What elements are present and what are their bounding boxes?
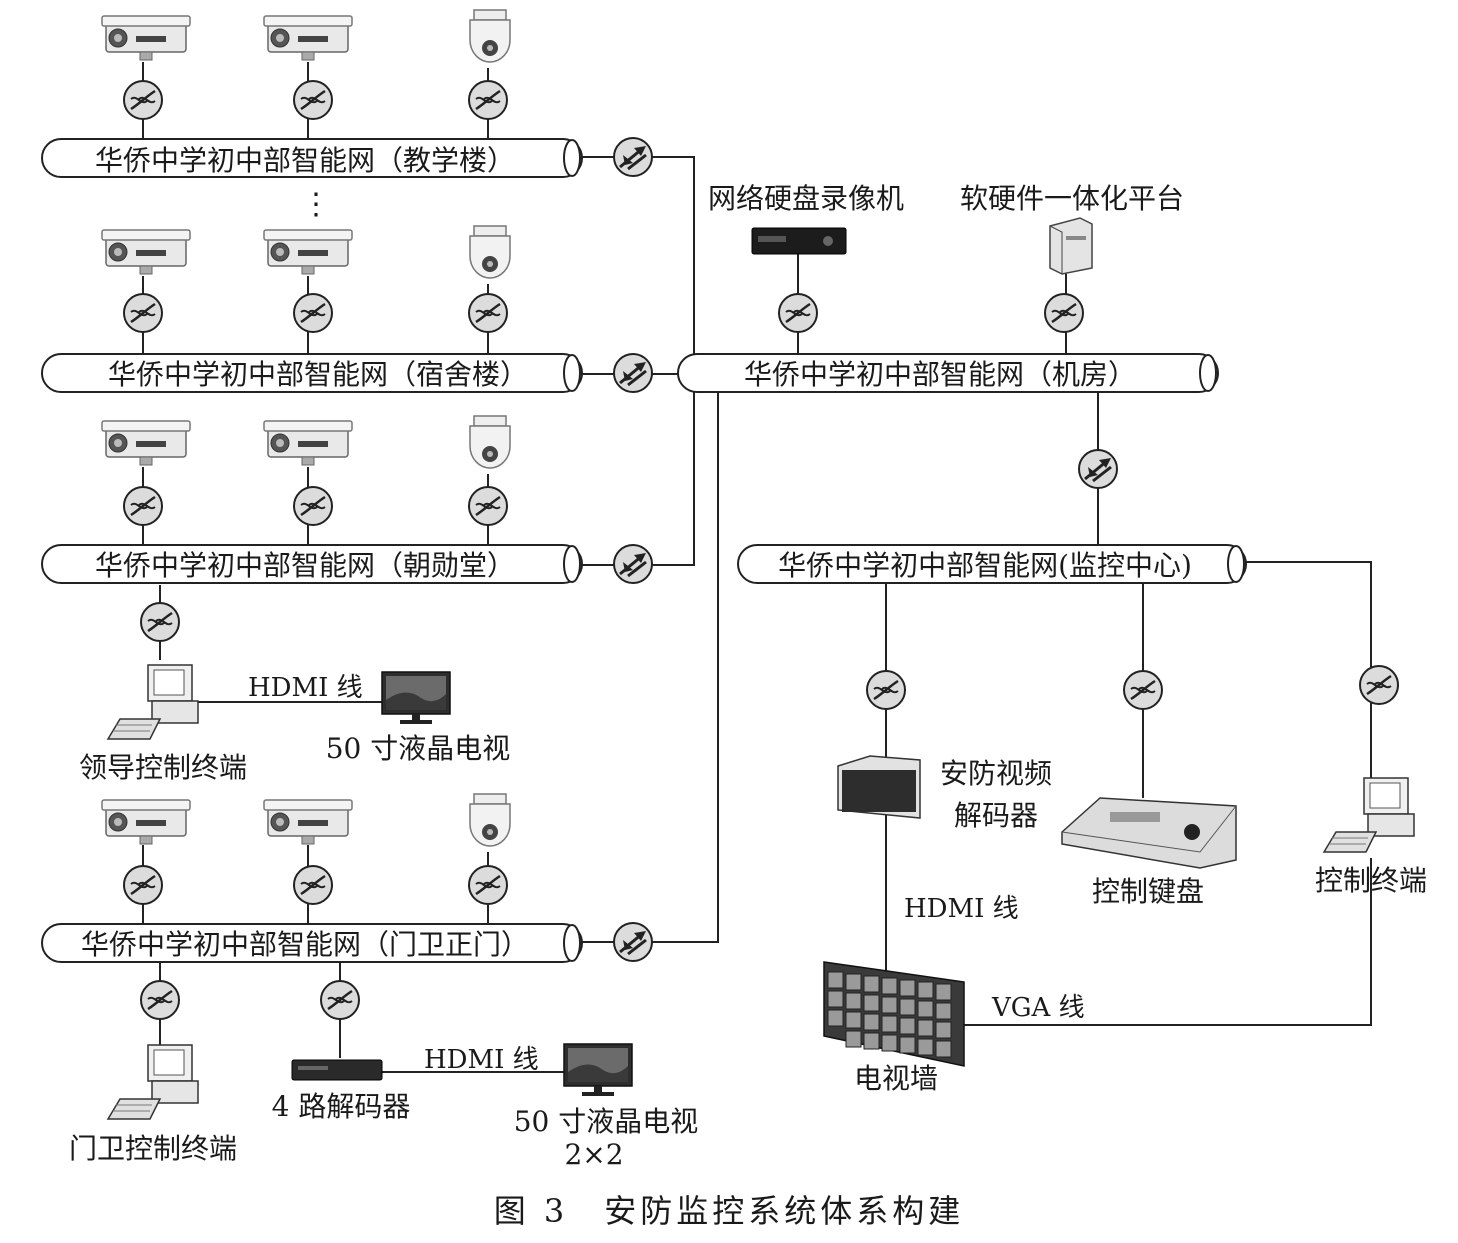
network-switch-icon [467,292,509,334]
control-keyboard-label: 控制键盘 [1092,875,1204,908]
bullet-camera-icon [263,420,353,466]
hdmi-label-c: HDMI 线 [904,894,1019,924]
network-switch-icon [467,79,509,121]
dome-camera-icon [469,225,511,279]
vga-label: VGA 线 [991,993,1085,1023]
figure-caption: 图 3 安防监控系统体系构建 [493,1192,965,1230]
router-icon [612,921,654,963]
network-switch-icon [865,669,907,711]
network-switch-icon [292,79,334,121]
router-icon [1077,448,1119,490]
network-switch-icon [1043,292,1085,334]
network-switch-icon [122,864,164,906]
network-switch-icon [1358,664,1400,706]
network-switch-icon [319,979,361,1021]
bullet-camera-icon [263,15,353,61]
router-icon [612,352,654,394]
lcd-tv-icon [381,671,451,725]
hdmi-label-a: HDMI 线 [248,673,363,703]
network-dorm-label: 华侨中学初中部智能网（宿舍楼） [108,358,528,391]
gate-terminal-label: 门卫控制终端 [69,1132,237,1165]
nvr-device: 网络硬盘录像机 [708,182,904,255]
leader-terminal-label: 领导控制终端 [79,751,247,784]
network-dorm: 华侨中学初中部智能网（宿舍楼） [41,353,583,393]
router-icon [612,136,654,178]
video-decoder-label-line2: 解码器 [954,799,1038,832]
bullet-camera-icon [263,799,353,845]
video-decoder-label-line1: 安防视频 [940,757,1052,790]
network-switch-icon [777,292,819,334]
network-teaching: 华侨中学初中部智能网（教学楼） [41,138,583,178]
network-gate-label: 华侨中学初中部智能网（门卫正门） [81,928,529,961]
bullet-camera-icon [263,229,353,275]
dome-camera-icon [469,415,511,469]
network-gate: 华侨中学初中部智能网（门卫正门） [41,923,583,963]
cameras-teaching [101,9,511,63]
network-switch-icon [122,79,164,121]
bullet-camera-icon [101,420,191,466]
decoder-4ch-device [291,1059,383,1081]
lcd-tv-icon [563,1043,633,1097]
desktop-pc-icon [1323,777,1415,853]
video-wall-label: 电视墙 [854,1062,938,1095]
tv-b-label-line2: 2×2 [564,1138,623,1171]
network-switch-icon [292,292,334,334]
network-server-room-label: 华侨中学初中部智能网（机房） [744,358,1136,391]
router-icon [612,543,654,585]
cameras-dorm [101,225,511,279]
control-keyboard-device [1061,797,1237,869]
decoder-4ch-label: 4 路解码器 [272,1090,411,1123]
network-switch-icon [467,485,509,527]
tv-a-label: 50 寸液晶电视 [326,732,511,765]
control-terminal-label: 控制终端 [1315,864,1427,897]
cameras-hall [101,415,511,469]
network-switch-icon [122,485,164,527]
network-hall-label: 华侨中学初中部智能网（朝勋堂） [95,549,515,582]
network-switch-icon [292,485,334,527]
hdmi-label-b: HDMI 线 [424,1045,539,1075]
network-teaching-label: 华侨中学初中部智能网（教学楼） [95,144,515,177]
network-server-room: 华侨中学初中部智能网（机房） [677,353,1219,393]
network-switch-icon [139,601,181,643]
video-decoder-device [837,755,921,819]
network-monitor-center: 华侨中学初中部智能网(监控中心) [737,544,1247,584]
dome-camera-icon [469,9,511,63]
network-monitor-center-label: 华侨中学初中部智能网(监控中心) [778,549,1192,582]
ellipsis-marker: ⋮ [301,187,331,222]
network-switch-icon [467,864,509,906]
tv-b-label-line1: 50 寸液晶电视 [514,1105,699,1138]
cameras-gate [101,793,511,847]
dome-camera-icon [469,793,511,847]
network-switch-icon [122,292,164,334]
bullet-camera-icon [101,15,191,61]
bullet-camera-icon [101,799,191,845]
video-wall-device [823,961,965,1067]
network-switch-icon [292,864,334,906]
platform-label: 软硬件一体化平台 [960,182,1184,215]
desktop-pc-icon [107,1044,199,1120]
network-hall: 华侨中学初中部智能网（朝勋堂） [41,544,583,584]
desktop-pc-icon [107,664,199,740]
platform-device: 软硬件一体化平台 [960,182,1184,275]
bullet-camera-icon [101,229,191,275]
network-switch-icon [1122,669,1164,711]
nvr-label: 网络硬盘录像机 [708,182,904,215]
network-switch-icon [139,979,181,1021]
